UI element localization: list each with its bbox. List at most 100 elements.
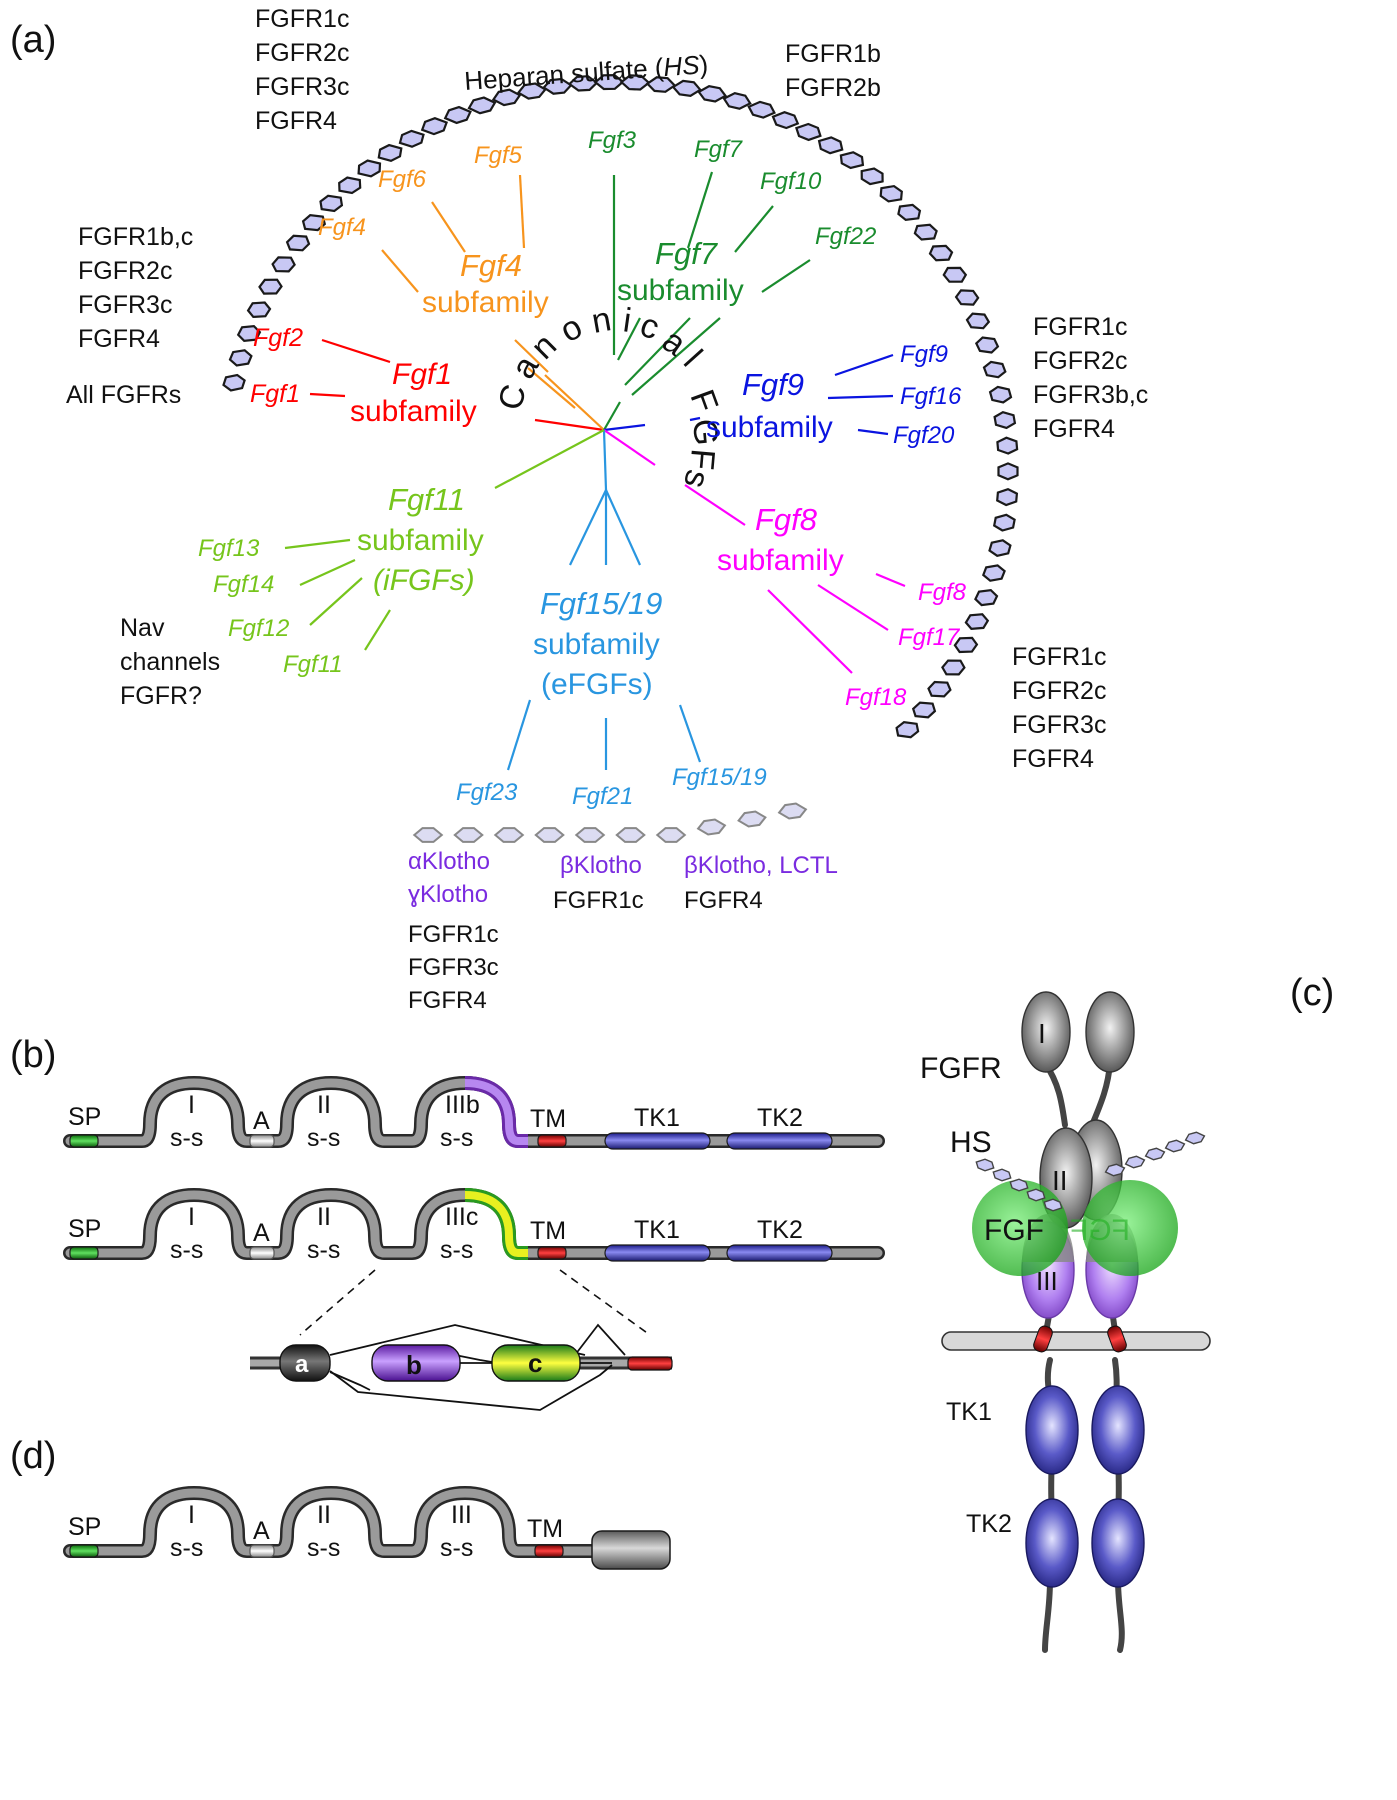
fgf4-subfamily: Fgf4 subfamily Fgf4 Fgf6 Fgf5 (318, 142, 549, 319)
hs-sugar-unit (839, 151, 865, 170)
hs-sugar-unit (747, 100, 776, 119)
svg-text:Fgf10: Fgf10 (760, 168, 822, 195)
fgf8-branches (603, 429, 906, 674)
svg-text:IIIc: IIIc (445, 1203, 478, 1231)
svg-text:Fgf15/19: Fgf15/19 (672, 764, 767, 791)
svg-text:Fgf4: Fgf4 (318, 214, 366, 241)
hs-sugar-unit (319, 194, 344, 213)
fgfr-iiib-isoform: SP I A II IIIb s-s s-s s-s TM TK1 TK2 (63, 1075, 885, 1152)
exon-b-label: b (406, 1350, 422, 1380)
hs-sugar-unit (516, 82, 547, 100)
hs-sugar-unit (493, 827, 525, 843)
svg-text:channels: channels (120, 648, 220, 676)
hs-sugar-unit (645, 76, 677, 93)
svg-text:FGFR1c: FGFR1c (408, 921, 499, 948)
svg-text:Fgf1: Fgf1 (392, 358, 452, 391)
nav-channels-label: Nav channels FGFR? (120, 614, 220, 710)
svg-text:TM: TM (530, 1217, 566, 1245)
svg-text:s-s: s-s (440, 1124, 473, 1152)
svg-text:βKlotho, LCTL: βKlotho, LCTL (684, 852, 838, 879)
svg-text:FGFR2c: FGFR2c (255, 39, 349, 67)
svg-text:Fgf8: Fgf8 (755, 502, 818, 537)
hs-sugar-unit (997, 462, 1019, 481)
receptors-bottom-right: FGFR1c FGFR2c FGFR3c FGFR4 (1012, 643, 1106, 773)
svg-text:Fgf23: Fgf23 (456, 779, 518, 806)
svg-text:FGFR2c: FGFR2c (78, 257, 172, 285)
panel-d-label: (d) (10, 1435, 56, 1477)
hs-sugar-unit (964, 613, 990, 631)
svg-text:Fgf3: Fgf3 (588, 127, 637, 154)
svg-text:FGFR3c: FGFR3c (1012, 711, 1106, 739)
svg-text:αKlotho: αKlotho (408, 848, 490, 875)
hs-sugar-unit (942, 266, 968, 283)
hs-sugar-unit (1043, 1198, 1063, 1212)
hs-sugar-unit (567, 75, 599, 92)
svg-text:Fgf1: Fgf1 (250, 380, 300, 408)
hs-sugar-unit (222, 373, 246, 392)
svg-text:Fgf17: Fgf17 (898, 624, 961, 651)
fgf7-branches (603, 171, 811, 431)
canonical-fgfs-label: C a n o n i c a l F G F s (491, 300, 725, 492)
svg-text:TK2: TK2 (966, 1510, 1012, 1538)
svg-text:FGFR4: FGFR4 (78, 325, 160, 353)
svg-text:FGFR2c: FGFR2c (1033, 347, 1127, 375)
svg-text:FGFR1b: FGFR1b (785, 40, 881, 68)
svg-text:subfamily: subfamily (617, 274, 744, 307)
svg-text:Fgf14: Fgf14 (213, 571, 274, 598)
svg-text:FGFR2b: FGFR2b (785, 74, 881, 102)
svg-text:F: F (682, 447, 722, 471)
hs-sugar-unit (737, 810, 767, 828)
hs-sugar-unit (285, 234, 311, 252)
svg-text:FGFR2c: FGFR2c (1012, 677, 1106, 705)
svg-text:βKlotho: βKlotho (560, 852, 642, 879)
hs-sugar-unit (1144, 1147, 1166, 1161)
svg-text:FGF: FGF (1070, 1214, 1130, 1247)
svg-text:subfamily: subfamily (357, 524, 484, 557)
phylogenetic-tree (284, 171, 906, 771)
svg-text:III: III (1036, 1266, 1058, 1296)
svg-text:FGFR4: FGFR4 (1012, 745, 1094, 773)
hs-sugar-unit (954, 289, 980, 306)
hs-sugar-unit (697, 85, 728, 103)
hs-sugar-unit (771, 111, 800, 130)
receptors-left: FGFR1b,c FGFR2c FGFR3c FGFR4 (78, 223, 193, 353)
hs-sugar-unit (258, 278, 283, 295)
hs-sugar-unit (412, 827, 444, 843)
fgf7-subfamily: Fgf7 subfamily Fgf3 Fgf7 Fgf10 Fgf22 (588, 127, 876, 307)
fgf11-branches (284, 429, 605, 651)
svg-text:c: c (635, 306, 664, 348)
svg-text:TM: TM (527, 1515, 563, 1543)
svg-text:II: II (1052, 1165, 1068, 1196)
receptors-all: All FGFRs (66, 381, 181, 409)
fgf1-subfamily: Fgf1 subfamily Fgf2 Fgf1 (250, 324, 477, 428)
klotho-fgf23: αKlotho ɣKlotho FGFR1c FGFR3c FGFR4 (408, 848, 499, 1014)
hs-sugar-unit (860, 167, 884, 186)
svg-text:II: II (317, 1091, 331, 1119)
svg-text:subfamily: subfamily (706, 411, 833, 444)
svg-text:FGFR3c: FGFR3c (255, 73, 349, 101)
fgf15-subfamily: Fgf15/19 subfamily (eFGFs) Fgf23 Fgf21 F… (456, 586, 767, 810)
svg-text:TM: TM (530, 1105, 566, 1133)
soluble-fgfr-isoform: SP I A II III s-s s-s s-s TM (63, 1485, 671, 1570)
svg-text:SP: SP (68, 1103, 101, 1131)
svg-text:A: A (253, 1219, 270, 1247)
svg-text:FGFR1c: FGFR1c (1033, 313, 1127, 341)
svg-text:C: C (491, 381, 534, 415)
hs-sugar-unit (975, 1158, 995, 1172)
fgf9-branches (603, 353, 894, 436)
svg-text:FGFR4: FGFR4 (1033, 415, 1115, 443)
hs-chain-left (975, 1158, 1063, 1212)
exon-a-label: a (295, 1351, 309, 1378)
hs-sugar-unit (491, 88, 522, 107)
svg-text:Fgf11: Fgf11 (388, 482, 465, 517)
svg-text:s-s: s-s (307, 1124, 340, 1152)
svg-text:subfamily: subfamily (422, 286, 549, 319)
svg-text:TK2: TK2 (757, 1216, 803, 1244)
svg-text:Fgf12: Fgf12 (228, 615, 289, 642)
receptors-top-right: FGFR1b FGFR2b (785, 40, 881, 102)
fgfr-dimer-complex: I FGFR II III FGF FGF HS TK1 TK2 (920, 991, 1211, 1653)
hs-sugar-unit (992, 513, 1016, 532)
hs-sugar-unit (953, 636, 979, 654)
svg-text:s-s: s-s (440, 1534, 473, 1562)
svg-text:FGFR1c: FGFR1c (553, 887, 644, 914)
